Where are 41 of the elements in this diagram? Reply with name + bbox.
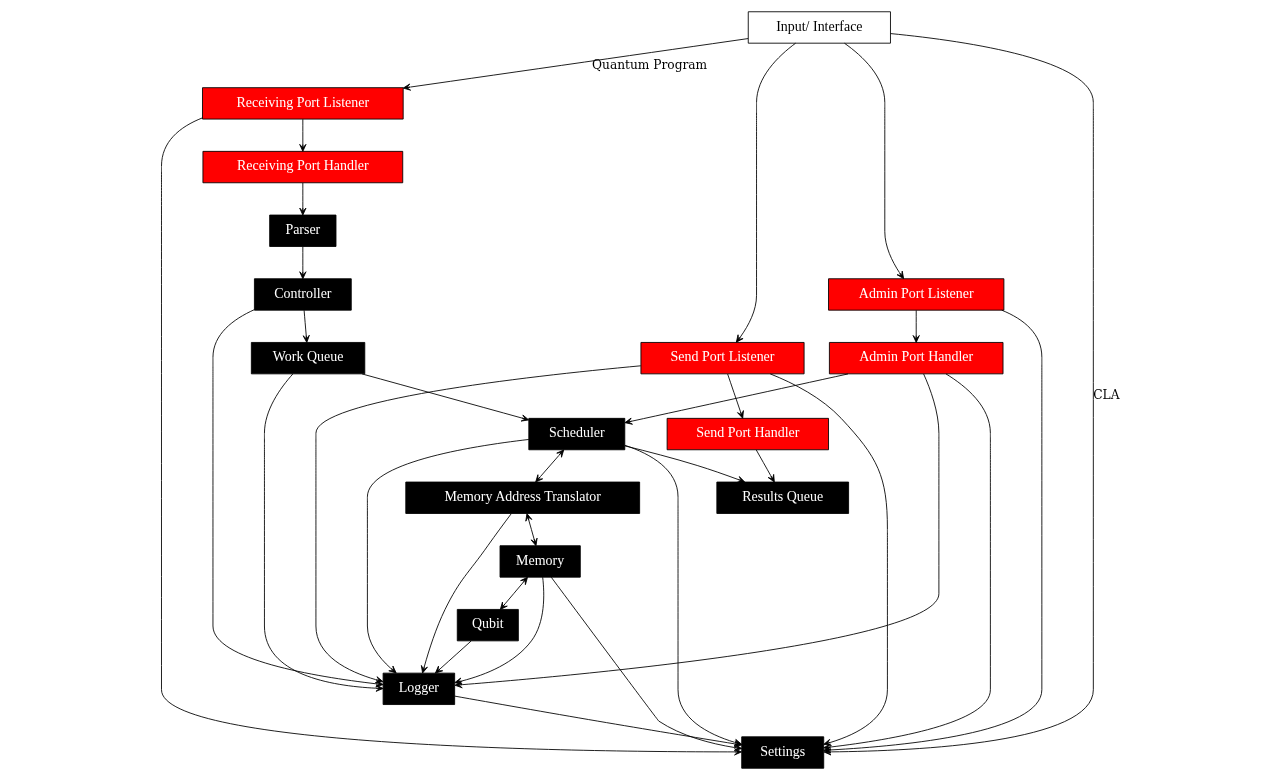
arrow [434, 640, 472, 674]
node-box: Receiving Port Handler [202, 150, 403, 184]
arrow [366, 439, 529, 674]
edge-label: Quantum Program [591, 57, 707, 72]
arrow [402, 38, 749, 91]
edge-label: CLA [1092, 388, 1120, 403]
node-box: Memory Address Translator [404, 481, 640, 514]
node-box: Logger [382, 672, 455, 705]
node-box: Send Port Listener [640, 342, 805, 375]
arrow [499, 576, 528, 610]
node-box: Admin Port Listener [827, 278, 1004, 311]
arrow [534, 449, 564, 483]
arrow [315, 365, 641, 684]
node-box: Settings [740, 736, 824, 769]
arrow [735, 42, 796, 343]
arrow [298, 118, 306, 152]
arrow [302, 309, 310, 343]
node-box: Controller [253, 278, 352, 311]
node-box: Parser [268, 214, 336, 247]
arrow [912, 309, 920, 343]
node-box: Scheduler [527, 417, 625, 451]
arrow [524, 513, 538, 547]
arrow [361, 373, 529, 422]
node-box: Send Port Handler [666, 417, 829, 451]
arrow [822, 373, 991, 751]
arrow [769, 373, 888, 746]
arrow [298, 182, 306, 216]
arrow [726, 373, 744, 419]
node-box: Memory [499, 545, 581, 578]
arrow [843, 42, 904, 280]
arrow [755, 449, 775, 483]
arrow [298, 246, 306, 280]
node-box: Work Queue [250, 342, 365, 375]
node-box: Admin Port Handler [828, 342, 1003, 375]
node-box: Qubit [456, 609, 519, 642]
arrow [420, 513, 512, 674]
arrow [623, 445, 745, 483]
arrow [624, 373, 848, 425]
node-box: Input/ Interface [747, 11, 891, 44]
node-box: Receiving Port Listener [201, 87, 404, 120]
node-box: Results Queue [715, 481, 849, 514]
